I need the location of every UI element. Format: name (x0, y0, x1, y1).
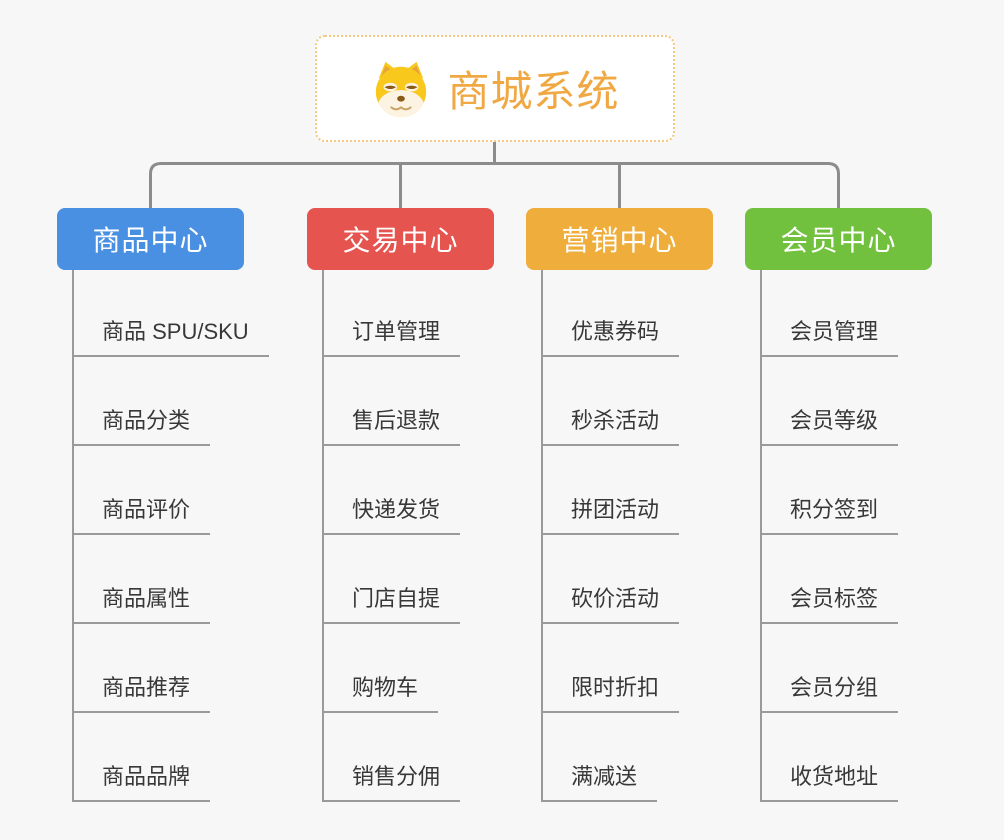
root-title: 商城系统 (447, 68, 620, 115)
branch-child-line (760, 270, 762, 802)
leaf-node[interactable]: 商品品牌 (72, 762, 211, 802)
leaf-node[interactable]: 优惠券码 (541, 317, 680, 357)
branch-marketing-center: 营销中心 优惠券码 秒杀活动 拼团活动 砍价活动 限时折扣 满减送 (526, 208, 826, 840)
root-node[interactable]: 商城系统 (315, 35, 675, 142)
branch-child-line (322, 270, 324, 802)
leaf-node[interactable]: 拼团活动 (541, 495, 680, 535)
leaf-node[interactable]: 砍价活动 (541, 584, 680, 624)
leaf-node[interactable]: 商品分类 (72, 406, 211, 446)
leaf-node[interactable]: 订单管理 (322, 317, 461, 357)
leaf-node[interactable]: 售后退款 (322, 406, 461, 446)
leaf-node[interactable]: 积分签到 (760, 495, 899, 535)
branch-child-line (72, 270, 74, 802)
leaf-node[interactable]: 会员管理 (760, 317, 899, 357)
leaf-node[interactable]: 门店自提 (322, 584, 461, 624)
leaf-node[interactable]: 商品评价 (72, 495, 211, 535)
branch-member-center: 会员中心 会员管理 会员等级 积分签到 会员标签 会员分组 收货地址 (745, 208, 1004, 840)
branch-product-center: 商品中心 商品 SPU/SKU 商品分类 商品评价 商品属性 商品推荐 商品品牌 (57, 208, 357, 840)
branch-child-line (541, 270, 543, 802)
leaf-node[interactable]: 会员等级 (760, 406, 899, 446)
leaf-node[interactable]: 快递发货 (322, 495, 461, 535)
leaf-node[interactable]: 限时折扣 (541, 673, 680, 713)
doge-icon (376, 61, 427, 117)
leaf-node[interactable]: 商品属性 (72, 584, 211, 624)
branch-node-trade[interactable]: 交易中心 (307, 208, 494, 270)
branch-node-marketing[interactable]: 营销中心 (526, 208, 713, 270)
leaf-node[interactable]: 购物车 (322, 673, 439, 713)
leaf-node[interactable]: 商品 SPU/SKU (72, 317, 269, 357)
branch-node-product[interactable]: 商品中心 (57, 208, 244, 270)
leaf-node[interactable]: 会员标签 (760, 584, 899, 624)
leaf-node[interactable]: 商品推荐 (72, 673, 211, 713)
leaf-node[interactable]: 销售分佣 (322, 762, 461, 802)
leaf-node[interactable]: 秒杀活动 (541, 406, 680, 446)
leaf-node[interactable]: 会员分组 (760, 673, 899, 713)
leaf-node[interactable]: 收货地址 (760, 762, 899, 802)
branch-node-member[interactable]: 会员中心 (745, 208, 932, 270)
leaf-node[interactable]: 满减送 (541, 762, 658, 802)
branch-trade-center: 交易中心 订单管理 售后退款 快递发货 门店自提 购物车 销售分佣 (307, 208, 607, 840)
